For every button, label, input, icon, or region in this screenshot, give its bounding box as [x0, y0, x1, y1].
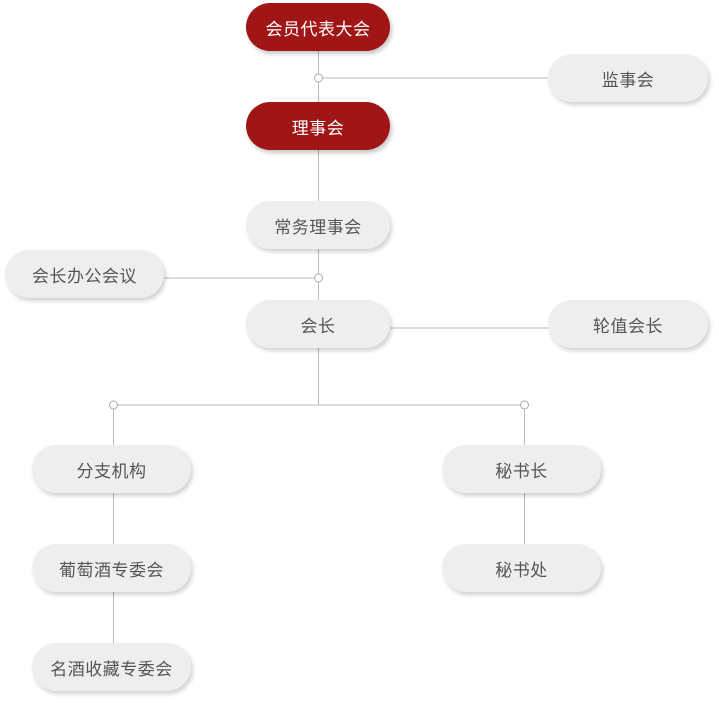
junction-dot-left [109, 400, 118, 410]
node-label: 葡萄酒专委会 [59, 560, 164, 581]
node-supervisory-board: 监事会 [548, 54, 708, 102]
node-rotating-president: 轮值会长 [548, 300, 708, 348]
junction-dot-right [520, 400, 529, 410]
node-label: 理事会 [291, 118, 345, 139]
node-branches: 分支机构 [32, 445, 191, 493]
junction-dot-supervisory [314, 73, 323, 83]
node-label: 秘书处 [495, 560, 548, 581]
node-label: 会长 [300, 316, 336, 337]
node-label: 会长办公会议 [32, 266, 137, 287]
node-secretariat: 秘书处 [442, 544, 601, 592]
junction-dot-office-meeting [314, 273, 323, 283]
node-label: 名酒收藏专委会 [50, 659, 173, 680]
node-label: 轮值会长 [593, 316, 663, 337]
node-label: 常务理事会 [274, 217, 362, 238]
node-standing-board: 常务理事会 [246, 201, 390, 249]
node-label: 监事会 [601, 70, 655, 91]
node-fine-liquor-collection-committee: 名酒收藏专委会 [32, 643, 191, 691]
node-president-office-meeting: 会长办公会议 [5, 250, 164, 298]
node-label: 秘书长 [495, 461, 548, 482]
node-president: 会长 [246, 300, 390, 348]
node-label: 分支机构 [76, 461, 147, 482]
node-board-of-directors: 理事会 [246, 102, 390, 150]
node-secretary-general: 秘书长 [442, 445, 601, 493]
node-general-assembly: 会员代表大会 [246, 3, 390, 51]
node-wine-committee: 葡萄酒专委会 [32, 544, 191, 592]
node-label: 会员代表大会 [265, 19, 371, 40]
